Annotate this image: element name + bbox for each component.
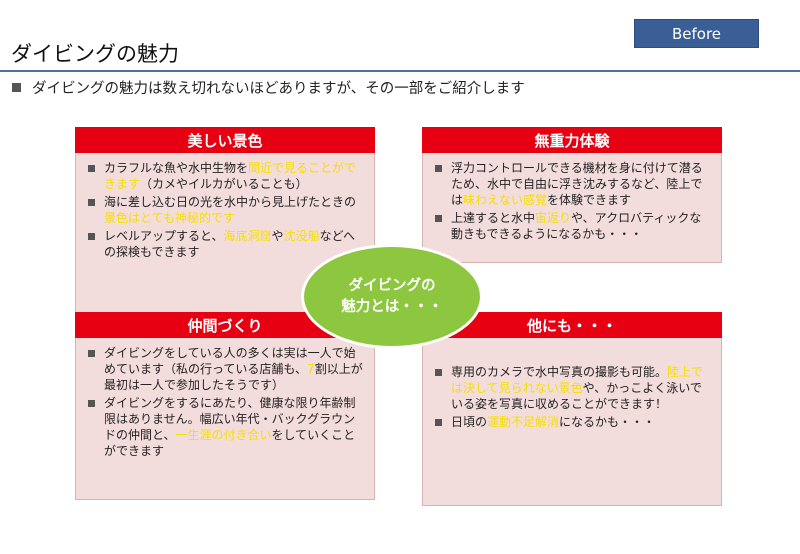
list-item: 日頃の運動不足解消になるかも・・・: [435, 414, 711, 430]
list-item-text: 浮力コントロールできる機材を身に付けて潜るため、水中で自由に浮き沈みするなど、陸…: [451, 160, 711, 208]
highlight-text: 7: [307, 362, 315, 376]
list-item: 海に差し込む日の光を水中から見上げたときの景色はとても神秘的です: [88, 194, 364, 226]
panel-beautiful-scenery: 美しい景色 カラフルな魚や水中生物を間近で見ることができます（カメやイルカがいる…: [75, 127, 375, 317]
panel-body: カラフルな魚や水中生物を間近で見ることができます（カメやイルカがいることも） 海…: [75, 153, 375, 317]
list-item-text: 日頃の運動不足解消になるかも・・・: [451, 414, 711, 430]
list-item: レベルアップすると、海底洞窟や沈没船などへの探検もできます: [88, 228, 364, 260]
panel-making-friends: 仲間づくり ダイビングをしている人の多くは実は一人で始めています（私の行っている…: [75, 312, 375, 500]
list-item-text: 上達すると水中宙返りや、アクロバティックな動きもできるようになるかも・・・: [451, 210, 711, 242]
text-run: 浮力コントロールできる機材を身に付けて潜るため、水中で自由に浮き沈みするなど、陸…: [451, 161, 703, 207]
list-item-text: ダイビングをするにあたり、健康な限り年齢制限はありません。幅広い年代・バックグラ…: [104, 395, 364, 459]
highlight-text: 運動不足解消: [487, 415, 560, 429]
text-run: などへの探検もできます: [104, 229, 355, 259]
square-bullet-icon: [12, 83, 21, 92]
list-item-text: レベルアップすると、海底洞窟や沈没船などへの探検もできます: [104, 228, 364, 260]
panel-others: 他にも・・・ 専用のカメラで水中写真の撮影も可能。陸上では決して見られない景色や…: [422, 312, 722, 506]
before-badge: Before: [634, 19, 759, 48]
square-bullet-icon: [435, 369, 442, 376]
list-item-text: 専用のカメラで水中写真の撮影も可能。陸上では決して見られない景色や、かっこよく泳…: [451, 364, 711, 412]
text-run: ダイビングをするにあたり、健康な限り年齢制限はありません。幅広い年代・バックグラ…: [104, 396, 356, 442]
list-item-text: 海に差し込む日の光を水中から見上げたときの景色はとても神秘的です: [104, 194, 364, 226]
square-bullet-icon: [435, 215, 442, 222]
text-run: や、アクロバティックな動きもできるようになるかも・・・: [451, 211, 702, 241]
list-item: 専用のカメラで水中写真の撮影も可能。陸上では決して見られない景色や、かっこよく泳…: [435, 364, 711, 412]
list-item-text: ダイビングをしている人の多くは実は一人で始めています（私の行っている店舗も、7割…: [104, 345, 364, 393]
panel-header: 無重力体験: [422, 127, 722, 153]
list-item: ダイビングをしている人の多くは実は一人で始めています（私の行っている店舗も、7割…: [88, 345, 364, 393]
text-run: （カメやイルカがいることも）: [140, 177, 308, 191]
page-title: ダイビングの魅力: [11, 42, 179, 66]
subtitle-text: ダイビングの魅力は数え切れないほどありますが、その一部をご紹介します: [32, 81, 525, 97]
highlight-text: 海底洞窟: [223, 229, 272, 243]
subtitle: ダイビングの魅力は数え切れないほどありますが、その一部をご紹介します: [12, 77, 525, 98]
text-run: レベルアップすると、: [104, 229, 224, 243]
square-bullet-icon: [88, 350, 95, 357]
text-run: ダイビングをしている人の多くは実は一人で始めています（私の行っている店舗も、: [104, 346, 356, 376]
text-run: や、かっこよく泳いでいる姿を写真に収めることができます！: [451, 381, 702, 411]
text-run: になるかも・・・: [559, 415, 656, 429]
text-run: 日頃の: [451, 415, 488, 429]
panel-body: 専用のカメラで水中写真の撮影も可能。陸上では決して見られない景色や、かっこよく泳…: [422, 338, 722, 506]
text-run: をしていくことができます: [104, 428, 356, 458]
highlight-text: 一生涯の付き合い: [175, 428, 272, 442]
text-run: カラフルな魚や水中生物を: [104, 161, 249, 175]
center-line-1: ダイビングの: [348, 277, 436, 294]
panel-header: 美しい景色: [75, 127, 375, 153]
square-bullet-icon: [88, 233, 95, 240]
list-item: ダイビングをするにあたり、健康な限り年齢制限はありません。幅広い年代・バックグラ…: [88, 395, 364, 459]
center-line-2: 魅力とは・・・: [341, 298, 443, 315]
panel-body: ダイビングをしている人の多くは実は一人で始めています（私の行っている店舗も、7割…: [75, 338, 375, 500]
panel-header: 他にも・・・: [422, 312, 722, 338]
text-run: 専用のカメラで水中写真の撮影も可能。: [451, 365, 668, 379]
panel-zero-gravity: 無重力体験 浮力コントロールできる機材を身に付けて潜るため、水中で自由に浮き沈み…: [422, 127, 722, 263]
highlight-text: 沈没船: [283, 229, 320, 243]
list-item: 上達すると水中宙返りや、アクロバティックな動きもできるようになるかも・・・: [435, 210, 711, 242]
text-run: を体験できます: [547, 193, 632, 207]
text-run: 上達すると水中: [451, 211, 536, 225]
square-bullet-icon: [435, 165, 442, 172]
title-divider: [0, 70, 800, 72]
highlight-text: 陸上では決して見られない景色: [451, 365, 704, 395]
center-ellipse: ダイビングの 魅力とは・・・: [301, 244, 483, 349]
list-item: カラフルな魚や水中生物を間近で見ることができます（カメやイルカがいることも）: [88, 160, 364, 192]
list-item: 浮力コントロールできる機材を身に付けて潜るため、水中で自由に浮き沈みするなど、陸…: [435, 160, 711, 208]
list-item-text: カラフルな魚や水中生物を間近で見ることができます（カメやイルカがいることも）: [104, 160, 364, 192]
text-run: や: [271, 229, 284, 243]
text-run: 海に差し込む日の光を水中から見上げたときの: [104, 195, 357, 209]
highlight-text: 宙返り: [535, 211, 572, 225]
panel-body: 浮力コントロールできる機材を身に付けて潜るため、水中で自由に浮き沈みするなど、陸…: [422, 153, 722, 263]
highlight-text: 景色はとても神秘的です: [104, 211, 236, 225]
square-bullet-icon: [88, 199, 95, 206]
square-bullet-icon: [435, 419, 442, 426]
highlight-text: 味わえない感覚: [463, 193, 548, 207]
text-run: 割以上が最初は一人で参加したそうです）: [104, 362, 363, 392]
square-bullet-icon: [88, 400, 95, 407]
square-bullet-icon: [88, 165, 95, 172]
highlight-text: 間近で見ることができます: [104, 161, 357, 191]
